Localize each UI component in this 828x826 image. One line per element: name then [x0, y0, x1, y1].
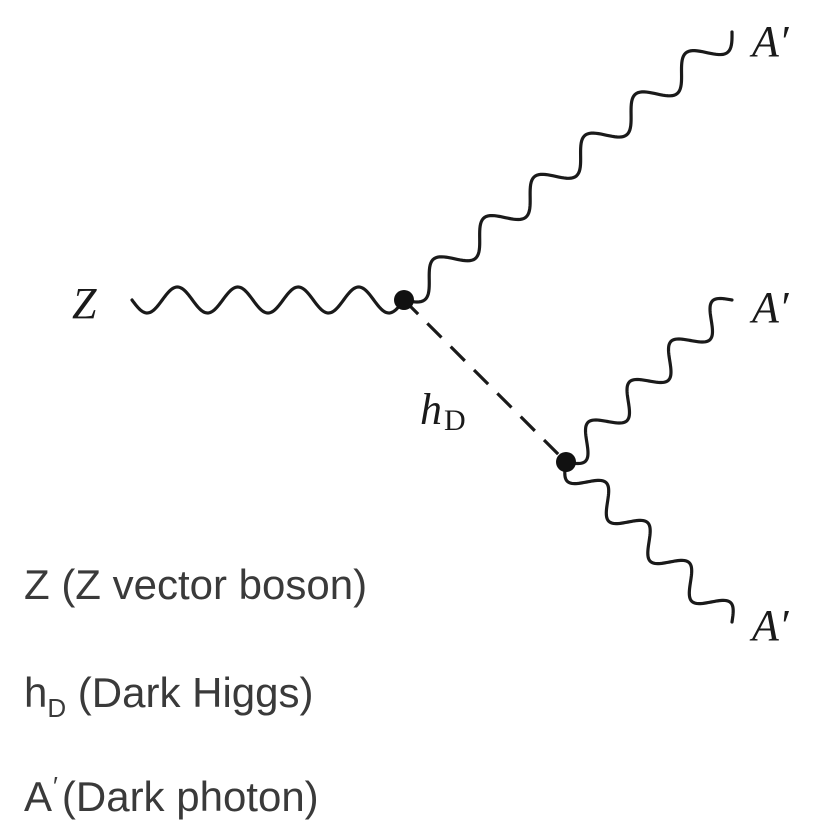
legend-hd-text: (Dark Higgs) — [66, 669, 314, 716]
dark-higgs-dashed-line — [402, 298, 568, 464]
legend-hd-subscript: D — [47, 693, 67, 723]
legend-hd-symbol: h — [24, 669, 48, 716]
vertex-z-decay — [394, 290, 414, 310]
dark-photon-bottom-wavy-line — [563, 460, 735, 624]
legend-z: Z (Z vector boson) — [24, 564, 367, 606]
legend-hd: hD (Dark Higgs) — [24, 669, 314, 722]
legend-a-superscript: ′ — [53, 771, 58, 801]
label-a-top: A′ — [749, 17, 790, 66]
legend-z-symbol: Z — [24, 561, 50, 608]
dark-photon-top-wavy-line — [402, 30, 734, 304]
label-z: Z — [72, 279, 97, 328]
vertex-hd-decay — [556, 452, 576, 472]
dark-photon-middle-wavy-line — [564, 296, 734, 466]
legend-a: A′(Dark photon) — [24, 773, 319, 820]
z-boson-wavy-line — [130, 285, 406, 315]
label-a-mid: A′ — [749, 283, 790, 332]
legend-a-text: (Dark photon) — [61, 773, 319, 820]
label-hd: hD — [420, 385, 466, 437]
legend-z-text: (Z vector boson) — [49, 561, 368, 608]
legend-a-symbol: A — [24, 773, 53, 820]
label-a-bottom: A′ — [749, 601, 790, 650]
